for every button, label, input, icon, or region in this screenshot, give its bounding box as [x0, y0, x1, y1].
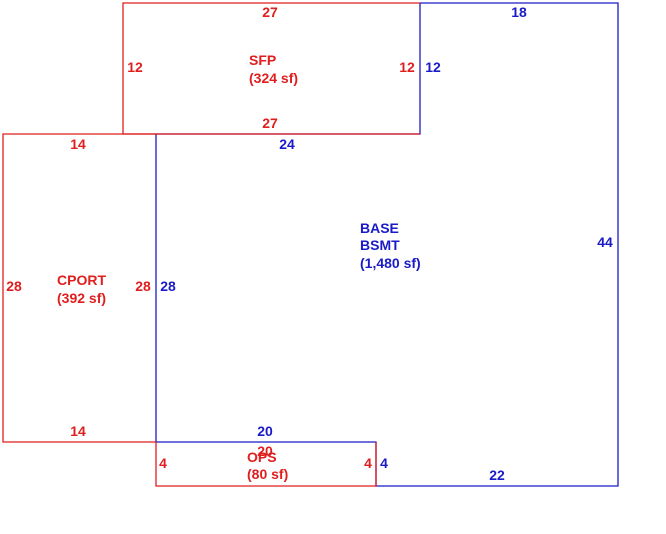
base-dim-right: 44: [597, 234, 613, 250]
base-name-line2: BSMT: [360, 237, 400, 253]
sfp-dim-right: 12: [399, 59, 415, 75]
sfp-dim-left: 12: [127, 59, 143, 75]
base-dim-step: 4: [380, 455, 388, 471]
base-dim-top-right: 18: [511, 4, 527, 20]
base-dim-upper-right-step: 12: [425, 59, 441, 75]
sfp-area: (324 sf): [249, 70, 298, 86]
sfp-outline: [122, 2, 420, 135]
base-dim-bottom: 22: [489, 467, 505, 483]
sfp-dim-top: 27: [262, 4, 278, 20]
ops-dim-top: 20: [257, 443, 273, 459]
base-area: (1,480 sf): [360, 255, 421, 271]
base-name-line1: BASE: [360, 220, 399, 236]
base-dim-top-left: 24: [279, 136, 295, 152]
sfp-name: SFP: [249, 52, 276, 68]
cport-area: (392 sf): [57, 290, 106, 306]
ops-dim-left: 4: [159, 455, 167, 471]
ops-outline: [155, 442, 377, 487]
cport-outline: [2, 133, 156, 443]
base-dim-left: 28: [160, 278, 176, 294]
ops-area: (80 sf): [247, 466, 288, 482]
cport-dim-bottom: 14: [70, 423, 86, 439]
ops-dim-right: 4: [364, 455, 372, 471]
cport-name: CPORT: [57, 272, 106, 288]
ops-name: OPS: [247, 449, 277, 465]
base-dim-bottom-inner: 20: [257, 423, 273, 439]
sfp-dim-bottom: 27: [262, 115, 278, 131]
cport-dim-right: 28: [135, 278, 151, 294]
cport-dim-left: 28: [6, 278, 22, 294]
cport-dim-top: 14: [70, 136, 86, 152]
